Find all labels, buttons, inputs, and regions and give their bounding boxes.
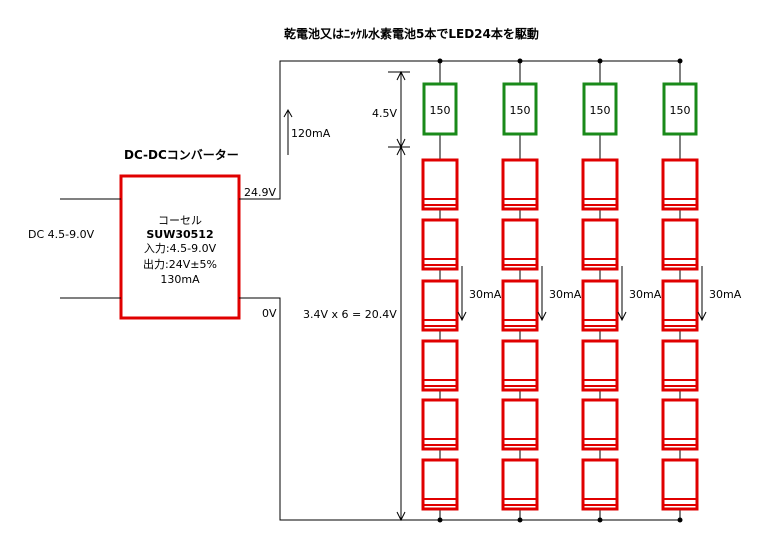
led-cathode-band (582, 319, 618, 327)
led-box (661, 158, 699, 211)
led-box (661, 339, 699, 392)
column-current-label: 30mA (709, 288, 742, 301)
led-box (581, 218, 619, 271)
led-box (501, 398, 539, 451)
led-box (501, 339, 539, 392)
column-current-arrowhead (537, 311, 547, 322)
total-current-label: 120mA (291, 127, 331, 140)
led-cathode-band (582, 498, 618, 506)
output-positive-rail (239, 60, 680, 200)
column-current-label: 30mA (549, 288, 582, 301)
junction-dot (517, 58, 523, 64)
led-cathode-band (582, 438, 618, 446)
led-cathode-band (582, 198, 618, 206)
converter-model: SUW30512 (146, 228, 213, 241)
led-cathode-band (502, 379, 538, 387)
led-box (581, 158, 619, 211)
led-cathode-band (662, 198, 698, 206)
column-current-label: 30mA (629, 288, 662, 301)
led-box (421, 339, 459, 392)
resistor-voltage-label: 4.5V (372, 107, 397, 120)
resistor-value: 150 (510, 104, 531, 117)
led-box (661, 279, 699, 332)
total-current-arrowhead (283, 108, 293, 118)
led-cathode-band (502, 258, 538, 266)
led-box (581, 398, 619, 451)
column-current-label: 30mA (469, 288, 502, 301)
led-cathode-band (502, 319, 538, 327)
led-box (421, 158, 459, 211)
dim-arrowhead (396, 145, 406, 156)
led-box (581, 458, 619, 511)
ground-rail (239, 297, 680, 521)
led-cathode-band (422, 319, 458, 327)
junction-dot (437, 517, 443, 523)
led-box (421, 279, 459, 332)
led-cathode-band (422, 379, 458, 387)
led-cathode-band (502, 498, 538, 506)
led-box (421, 458, 459, 511)
led-voltage-label: 3.4V x 6 = 20.4V (303, 308, 397, 321)
converter-heading: DC-DCコンバーター (124, 148, 239, 162)
junction-dot (597, 517, 603, 523)
resistor-box (662, 82, 698, 136)
led-box (581, 279, 619, 332)
junction-dot (597, 58, 603, 64)
led-cathode-band (662, 379, 698, 387)
resistor-value: 150 (670, 104, 691, 117)
converter-current-spec: 130mA (160, 273, 200, 286)
resistor-box (422, 82, 458, 136)
resistor-value: 150 (430, 104, 451, 117)
dim-arrowhead (396, 70, 406, 81)
resistor-value: 150 (590, 104, 611, 117)
led-columns: 150 30mA 150 30mA 150 30mA 150 30mA (421, 58, 742, 523)
led-box (581, 339, 619, 392)
junction-dot (677, 58, 683, 64)
dim-arrowhead (396, 511, 406, 522)
led-box (501, 279, 539, 332)
converter-maker: コーセル (158, 214, 202, 227)
led-cathode-band (422, 438, 458, 446)
converter-input-spec: 入力:4.5-9.0V (144, 242, 217, 255)
led-cathode-band (582, 258, 618, 266)
led-cathode-band (662, 498, 698, 506)
led-cathode-band (502, 438, 538, 446)
junction-dot (517, 517, 523, 523)
led-box (421, 398, 459, 451)
led-box (661, 398, 699, 451)
led-cathode-band (422, 498, 458, 506)
converter-output-spec: 出力:24V±5% (143, 257, 217, 271)
led-box (421, 218, 459, 271)
junction-dot (677, 517, 683, 523)
led-cathode-band (582, 379, 618, 387)
led-box (661, 458, 699, 511)
led-cathode-band (662, 258, 698, 266)
resistor-box (502, 82, 538, 136)
diagram-title: 乾電池又はﾆｯｹﾙ水素電池5本でLED24本を駆動 (284, 26, 539, 41)
led-cathode-band (502, 198, 538, 206)
junction-dot (437, 58, 443, 64)
led-cathode-band (422, 258, 458, 266)
output-voltage-label: 24.9V (244, 186, 276, 199)
resistor-box (582, 82, 618, 136)
input-voltage-label: DC 4.5-9.0V (28, 228, 95, 241)
dc-dc-converter-box (119, 174, 241, 320)
ground-label: 0V (262, 307, 277, 320)
column-current-arrowhead (617, 311, 627, 322)
led-cathode-band (662, 319, 698, 327)
column-current-arrowhead (697, 311, 707, 322)
column-current-arrowhead (457, 311, 467, 322)
led-box (501, 158, 539, 211)
led-box (501, 458, 539, 511)
led-cathode-band (422, 198, 458, 206)
led-box (661, 218, 699, 271)
led-box (501, 218, 539, 271)
led-cathode-band (662, 438, 698, 446)
